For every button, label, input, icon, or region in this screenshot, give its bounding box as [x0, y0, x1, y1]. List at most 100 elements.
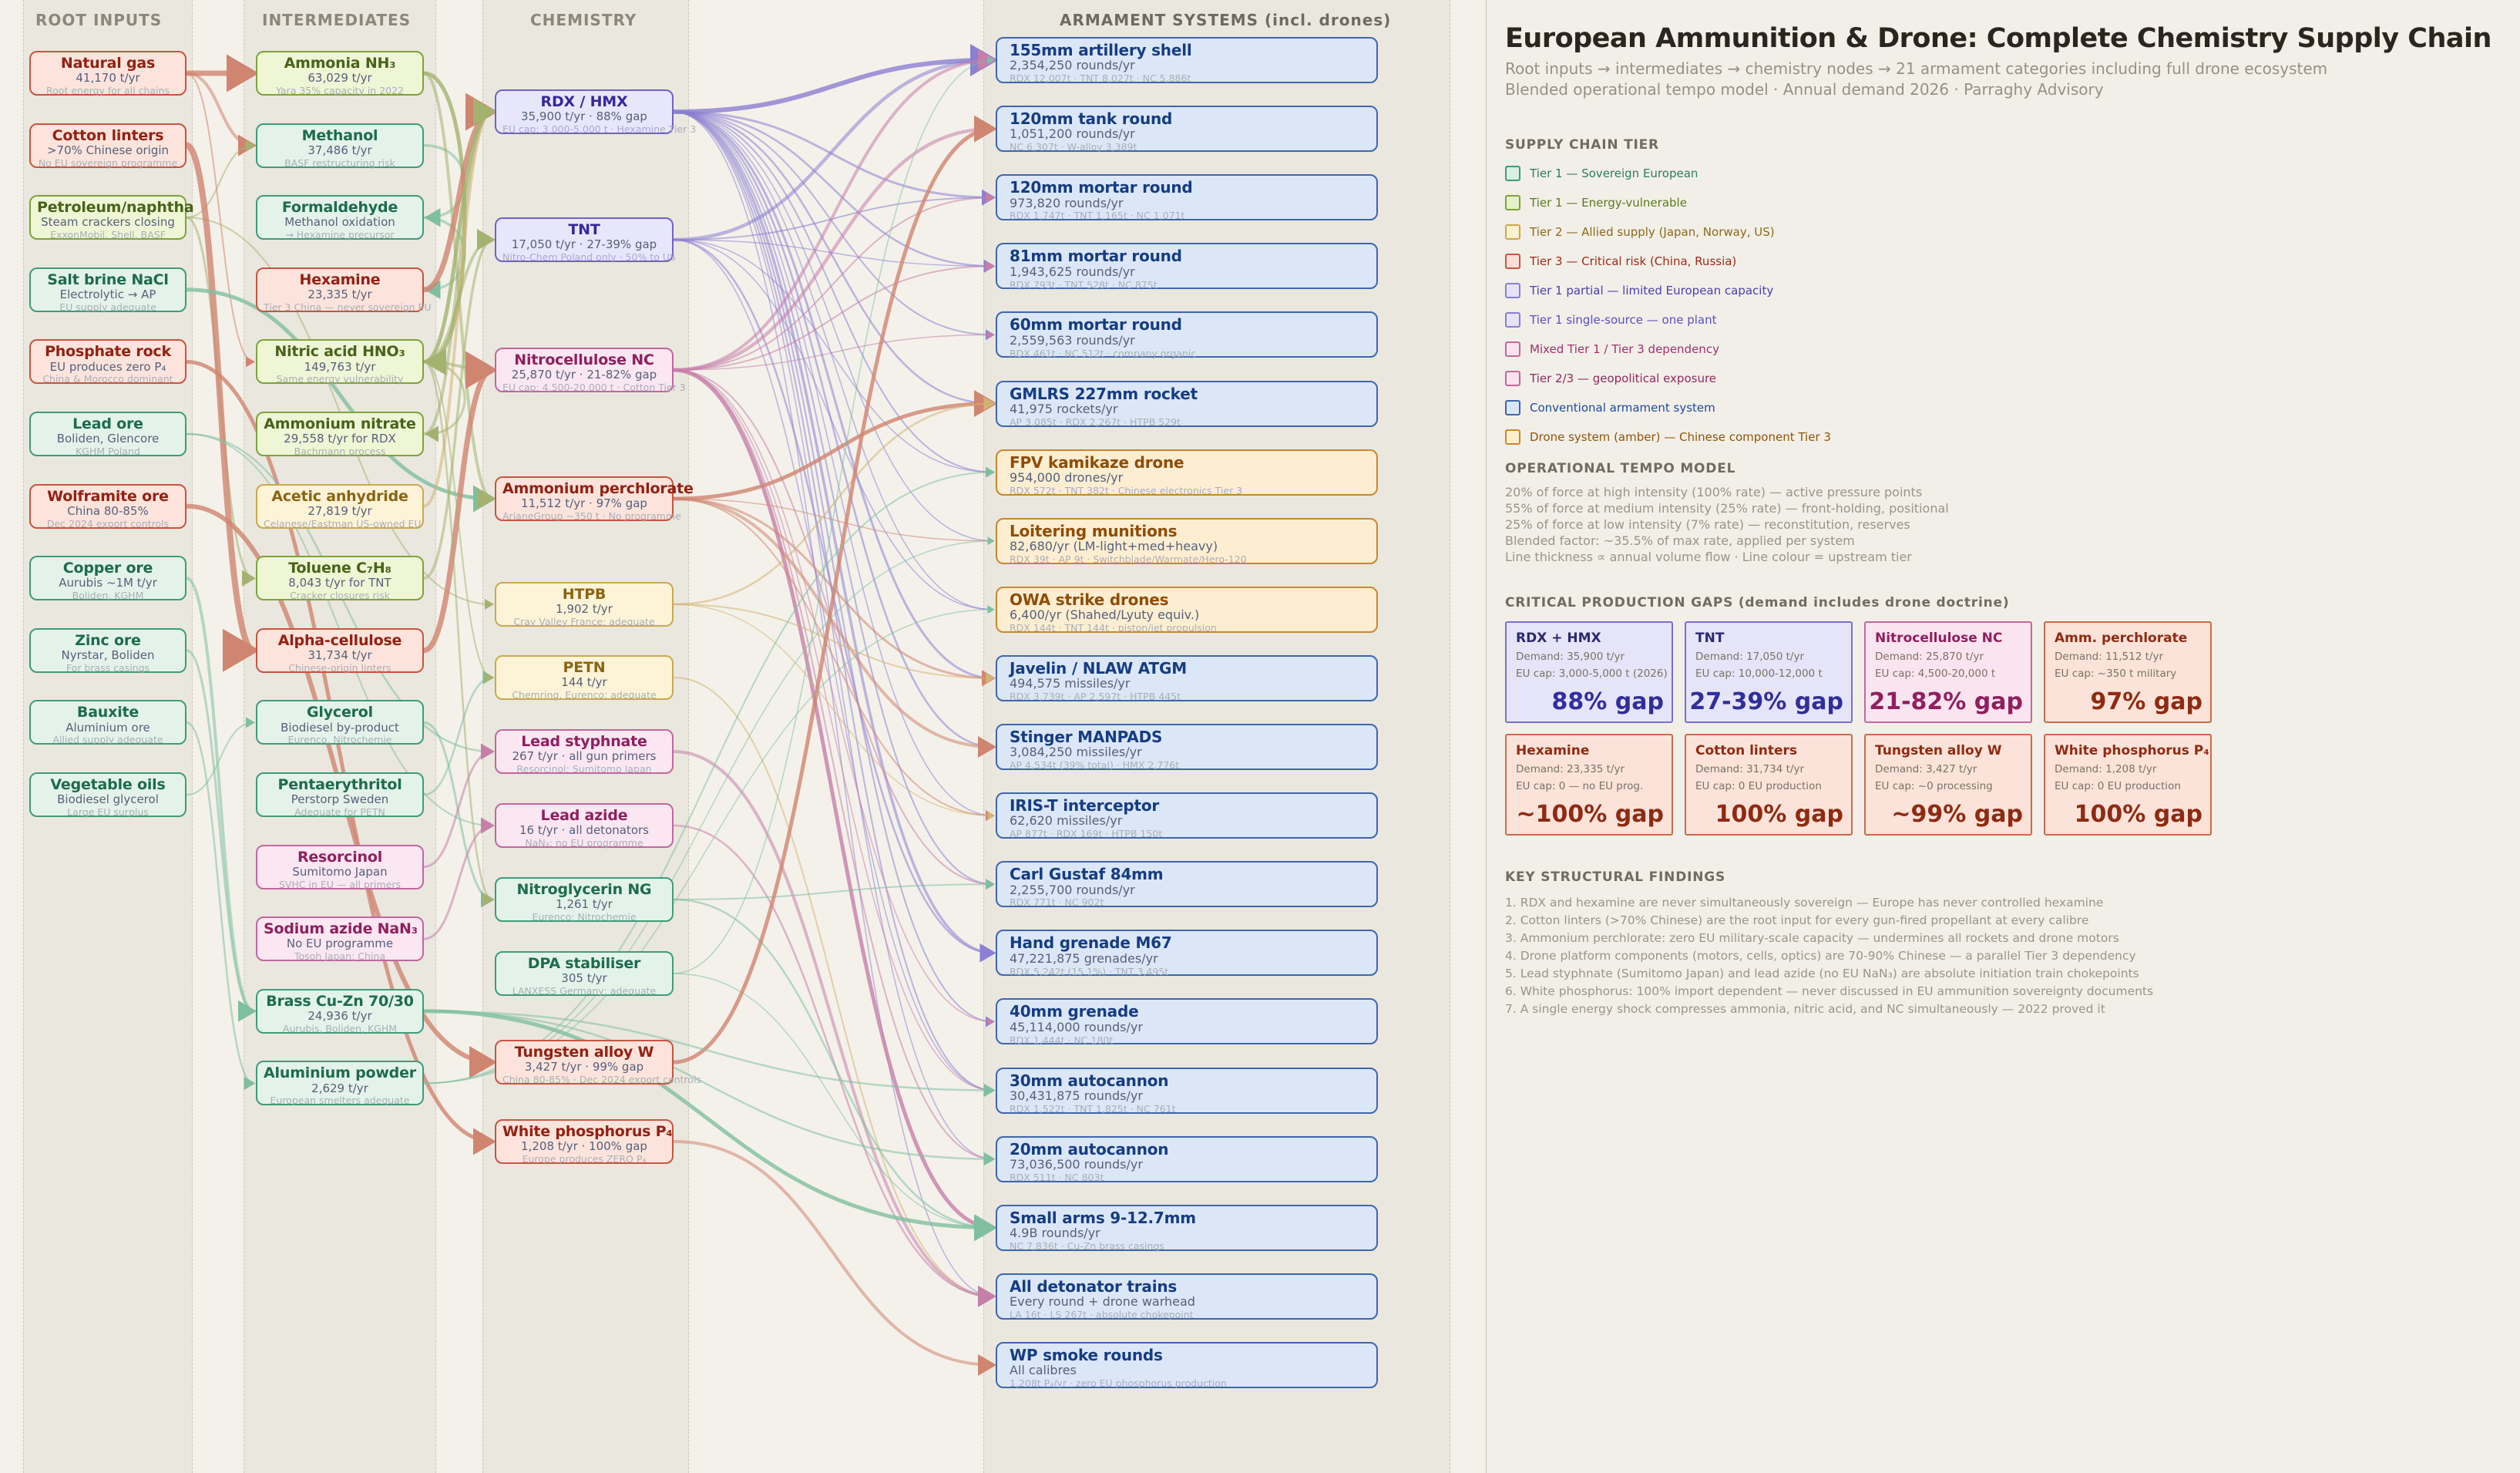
flow-link: [423, 361, 494, 683]
node-value: China 80-85%: [67, 503, 149, 518]
legend-swatch-icon: [1505, 254, 1520, 269]
node-subtext: → Hexamine precursor: [285, 229, 395, 241]
node-value: 11,512 t/yr · 97% gap: [521, 496, 647, 511]
flow-link: [673, 239, 995, 614]
legend-item: Tier 2 — Allied supply (Japan, Norway, U…: [1505, 217, 2505, 247]
intermediates-header: INTERMEDIATES: [262, 11, 412, 29]
node-subtext: ArianeGroup ~350 t · No programme: [502, 509, 681, 522]
node-subtext: China 80-85% · Dec 2024 export controls: [502, 1073, 702, 1085]
legend-item: Conventional armament system: [1505, 393, 2505, 422]
node-value: 3,084,250 missiles/yr: [1010, 745, 1142, 760]
node-value: 45,114,000 rounds/yr: [1010, 1019, 1143, 1034]
flow-link: [673, 110, 996, 206]
node-value: 23,335 t/yr: [307, 288, 372, 302]
legend-label: Tier 2/3 — geopolitical exposure: [1530, 372, 1717, 385]
node-subtext: NC 7,836t · Cu-Zn brass casings: [1010, 1239, 1164, 1252]
node-title: Pentaerythritol: [277, 776, 402, 793]
flow-link: [673, 116, 997, 372]
node-subtext: Root energy for all chains: [46, 84, 170, 96]
subtitle-model: Blended operational tempo model · Annual…: [1505, 80, 2104, 99]
flow-link: [673, 49, 996, 372]
supply-chain-diagram: ROOT INPUTS INTERMEDIATES CHEMISTRY ARMA…: [23, 0, 1450, 1473]
node-value: Sumitomo Japan: [292, 864, 388, 879]
node-title: Lead ore: [72, 415, 143, 432]
node-subtext: EU cap: 3,000-5,000 t · Hexamine Tier 3: [502, 123, 697, 135]
flow-link: [673, 110, 996, 411]
flow-link: [673, 44, 998, 114]
node-title: Glycerol: [307, 704, 373, 721]
node-value: 24,936 t/yr: [307, 1009, 372, 1024]
gap-card-value: 100% gap: [1715, 801, 1843, 828]
legend-swatch-icon: [1505, 283, 1520, 298]
node-subtext: Aurubis, Boliden, KGHM: [282, 1022, 398, 1034]
node-value: 29,558 t/yr for RDX: [284, 432, 396, 446]
legend-swatch-icon: [1505, 166, 1520, 181]
node-subtext: AP 3,085t · RDX 2,267t · HTPB 529t: [1010, 415, 1181, 428]
tempo-lines: 20% of force at high intensity (100% rat…: [1505, 484, 2505, 565]
flow-link: [673, 111, 995, 1027]
node-title: PETN: [563, 659, 606, 676]
flow-link: [186, 721, 256, 1091]
node-value: 2,354,250 rounds/yr: [1010, 58, 1135, 73]
gap-card-name: Tungsten alloy W: [1875, 743, 2002, 758]
flow-link: [673, 390, 997, 501]
node-subtext: RDX 39t · AP 9t · Switchblade/Warmate/He…: [1010, 553, 1247, 565]
node-subtext: Adequate for PETN: [294, 805, 385, 818]
legend-label: Tier 1 — Sovereign European: [1530, 166, 1698, 180]
node-subtext: Cracker closures risk: [290, 590, 390, 602]
gap-card-value: 21-82% gap: [1869, 688, 2023, 715]
node-subtext: RDX 1,444t · NC 180t: [1010, 1034, 1114, 1046]
gap-card-demand: Demand: 35,900 t/yr: [1516, 651, 1625, 663]
flow-link: [186, 72, 255, 368]
node-value: 17,050 t/yr · 27-39% gap: [511, 237, 657, 252]
node-subtext: European smelters adequate: [270, 1095, 410, 1107]
node-value: 31,734 t/yr: [307, 648, 372, 663]
findings-header: KEY STRUCTURAL FINDINGS: [1505, 869, 1726, 885]
gap-card-value: ~100% gap: [1516, 801, 1664, 828]
node-title: Alpha-cellulose: [277, 631, 402, 649]
legend-swatch-icon: [1505, 341, 1520, 357]
node-subtext: KGHM Poland: [76, 445, 140, 457]
finding-line: 2. Cotton linters (>70% Chinese) are the…: [1505, 913, 2089, 927]
node-value: 1,261 t/yr: [556, 897, 613, 912]
node-title: Toluene C₇H₈: [288, 560, 391, 577]
tempo-line: 25% of force at low intensity (7% rate) …: [1505, 517, 1910, 532]
node-subtext: Bachmann process: [294, 445, 386, 457]
flow-link: [673, 111, 995, 1163]
node-subtext: RDX 793t · TNT 528t · NC 875t: [1010, 278, 1158, 291]
flow-link: [423, 1010, 996, 1166]
node-value: 973,820 rounds/yr: [1010, 195, 1124, 210]
node-value: Biodiesel glycerol: [57, 792, 159, 807]
flow-link: [673, 111, 995, 614]
gap-card-name: White phosphorus P₄: [2055, 743, 2209, 758]
node-title: Nitroglycerin NG: [516, 881, 652, 898]
node-title: RDX / HMX: [540, 93, 628, 110]
node-title: 120mm tank round: [1010, 109, 1173, 129]
node-subtext: EU supply adequate: [59, 301, 156, 313]
flow-link: [673, 498, 995, 822]
flow-link: [673, 111, 995, 545]
node-title: Vegetable oils: [50, 776, 166, 793]
node-title: Ammonia NH₃: [284, 55, 396, 72]
finding-line: 6. White phosphorus: 100% import depende…: [1505, 984, 2154, 998]
legend-item: Tier 1 partial — limited European capaci…: [1505, 276, 2505, 305]
node-title: Salt brine NaCl: [47, 271, 169, 288]
